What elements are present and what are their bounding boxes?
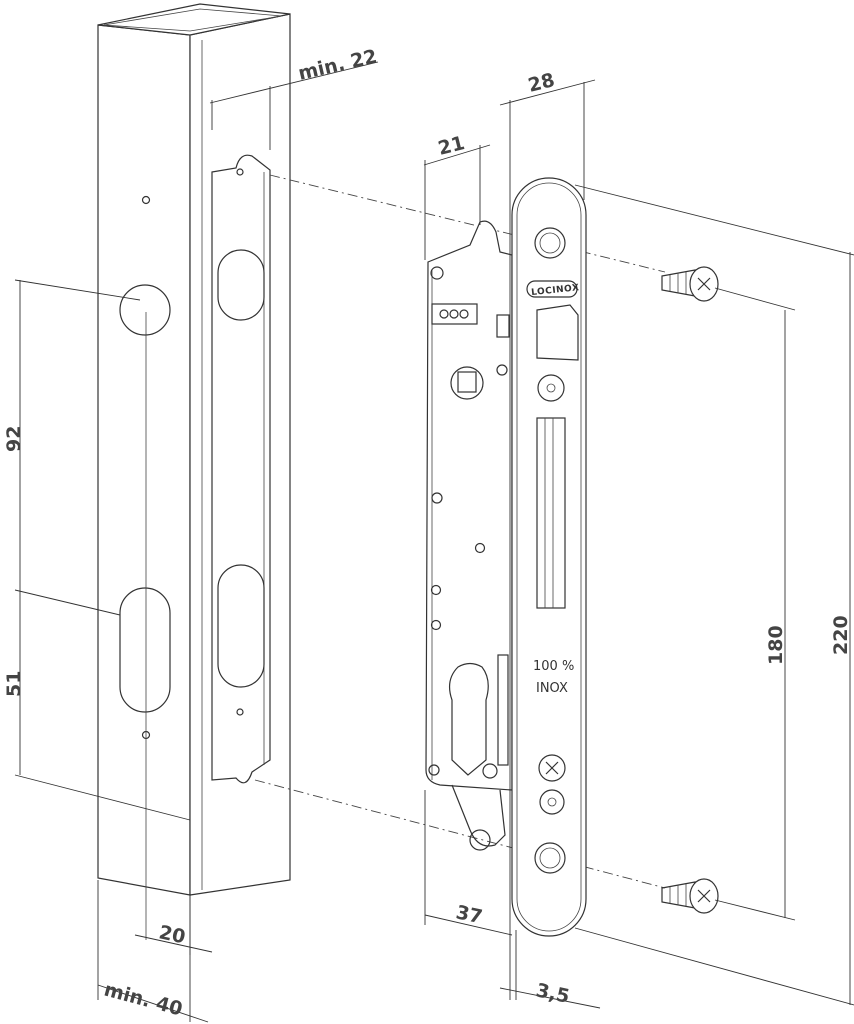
post-round-hole (119, 284, 171, 336)
gate-post (97, 3, 291, 940)
lock-case (425, 220, 513, 851)
post-oval-slot (119, 587, 171, 713)
post-mortise-cutout (211, 154, 271, 784)
dim-hole-spacing-upper: 92 (3, 426, 25, 452)
dim-faceplate-length: 220 (830, 615, 852, 655)
faceplate-text-inox: INOX (536, 681, 568, 696)
dim-faceplate-width: 28 (526, 69, 557, 97)
dim-post-min-depth: min. 22 (296, 45, 379, 84)
fixing-screw-bottom (661, 878, 719, 914)
dim-hole-offset: 20 (157, 921, 187, 948)
dim-post-min-width: min. 40 (102, 979, 185, 1021)
alignment-line-top (269, 174, 666, 273)
faceplate: LOCINOX 100 % INOX (511, 177, 587, 937)
alignment-line-bottom (254, 779, 666, 889)
faceplate-text-100-percent: 100 % (533, 659, 574, 674)
dim-screw-spacing: 180 (765, 625, 787, 665)
dim-backset: 37 (454, 901, 484, 928)
fixing-screw-top (661, 266, 719, 302)
dim-faceplate-thickness: 3,5 (534, 979, 572, 1008)
dim-hole-spacing-lower: 51 (3, 671, 25, 697)
dim-case-depth-top: 21 (436, 132, 467, 160)
